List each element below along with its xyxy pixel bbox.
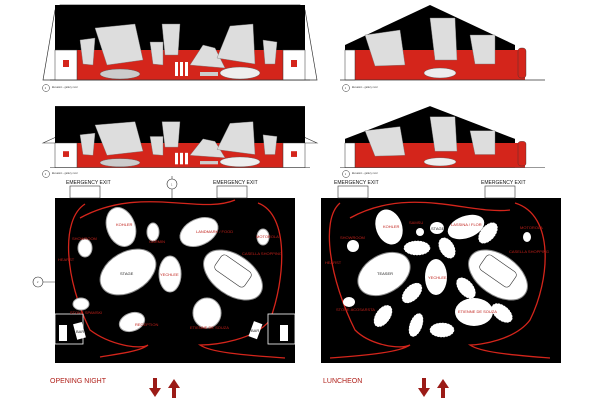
emergency-exit-door: [216, 185, 248, 199]
zone-label: CASELLA SHOPPING: [509, 249, 549, 254]
zone-label: CASELLA SHOPPING: [242, 251, 282, 256]
entry-arrows: [149, 378, 449, 398]
zone-label: TEASER: [377, 271, 393, 276]
section-marker: 1 2: [32, 176, 178, 288]
arrow-up-icon: [437, 379, 449, 398]
car-icon: [214, 254, 252, 288]
zone-label: Elevation - gallery mod: [352, 86, 378, 89]
zone-label: RECEPTION: [135, 322, 158, 327]
zone-label: ETIENNE DE SOUZA: [190, 325, 229, 330]
zone-label: BAR: [76, 329, 84, 334]
zone-label: YECHLEE: [428, 275, 447, 280]
plan-luncheon: EMERGENCY EXIT EMERGENCY EXIT KOHLER SAM: [321, 180, 561, 385]
zone-label: STAGE: [431, 226, 445, 231]
zone-label: Elevation - gallery mod: [52, 86, 78, 89]
zone-label: SAMSU: [409, 220, 423, 225]
elevation-short-bottom: [339, 105, 546, 168]
elevation-long-top: [42, 4, 318, 81]
zone-label: LANDMARK / FOOD: [196, 229, 233, 234]
zone-label: KOHLER: [383, 224, 400, 229]
zone-label: ETIENNE DE SOUZA: [458, 309, 497, 314]
plan-opening-night: EMERGENCY EXIT EMERGENCY EXIT KOHLER GAR…: [50, 180, 296, 385]
zone-label: GARMIN: [149, 239, 165, 244]
zone-label: LASSINA / FLOR: [451, 222, 482, 227]
elevation-short-top: [339, 4, 546, 81]
zone-label: HEARST: [58, 257, 75, 262]
arrow-up-icon: [168, 379, 180, 398]
zone-label: MOTOROLA: [520, 225, 543, 230]
zone-label: 2: [45, 87, 47, 90]
car-icon: [479, 254, 517, 288]
zone-label: SHOWROOM: [340, 235, 365, 240]
zone-label: YECHLEE: [160, 272, 179, 277]
zone-label: 2: [45, 173, 47, 176]
exit-label: EMERGENCY EXIT: [213, 180, 258, 186]
zone-label: Elevation - gallery mod: [352, 172, 378, 175]
zone-label: SHOWROOM: [72, 236, 97, 241]
zone-label: HEARST: [325, 260, 342, 265]
zone-label: STONE SPAMSKI: [70, 310, 102, 315]
arrow-down-icon: [149, 378, 161, 397]
zone-label: KOHLER: [116, 222, 133, 227]
zone-label: STAGE: [120, 271, 134, 276]
zone-label: 1: [171, 184, 173, 187]
zone-label: MOTOROLA: [256, 234, 279, 239]
emergency-exit-door: [69, 185, 101, 199]
plan-title: LUNCHEON: [323, 378, 362, 385]
zone-label: STONE ACOSARSTA: [336, 307, 375, 312]
zone-label: 2: [37, 281, 39, 284]
zone-label: 1: [345, 87, 347, 90]
zone-label: EMERGENCY EXIT: [481, 180, 526, 186]
exit-label: EMERGENCY EXIT: [66, 180, 111, 186]
elevation-caption: 2 Elevation - gallery mod 1 Elevation - …: [42, 84, 378, 178]
zone-label: BAR: [251, 328, 259, 333]
arrow-down-icon: [418, 378, 430, 397]
zone-label: Elevation - gallery mod: [52, 172, 78, 175]
zone-label: EMERGENCY EXIT: [334, 180, 379, 186]
zone-label: 1: [345, 173, 347, 176]
banquet-tables: [373, 222, 513, 338]
elevation-long-bottom: [41, 105, 319, 169]
plan-title: OPENING NIGHT: [50, 378, 107, 385]
